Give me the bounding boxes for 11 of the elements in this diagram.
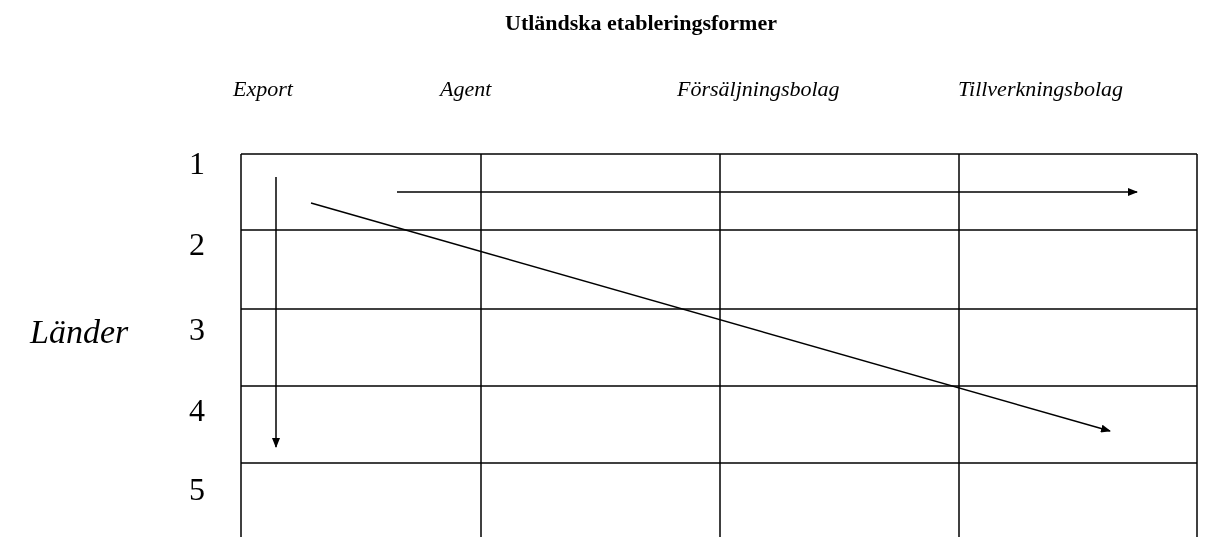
row-number: 3 <box>189 313 205 345</box>
axis-label: Länder <box>30 315 129 349</box>
column-header: Tillverkningsbolag <box>958 78 1123 100</box>
column-header: Försäljningsbolag <box>677 78 840 100</box>
column-header: Export <box>233 78 293 100</box>
row-number: 5 <box>189 473 205 505</box>
column-header: Agent <box>440 78 492 100</box>
row-number: 1 <box>189 147 205 179</box>
row-number: 4 <box>189 394 205 426</box>
title: Utländska etableringsformer <box>505 12 777 34</box>
row-number: 2 <box>189 228 205 260</box>
